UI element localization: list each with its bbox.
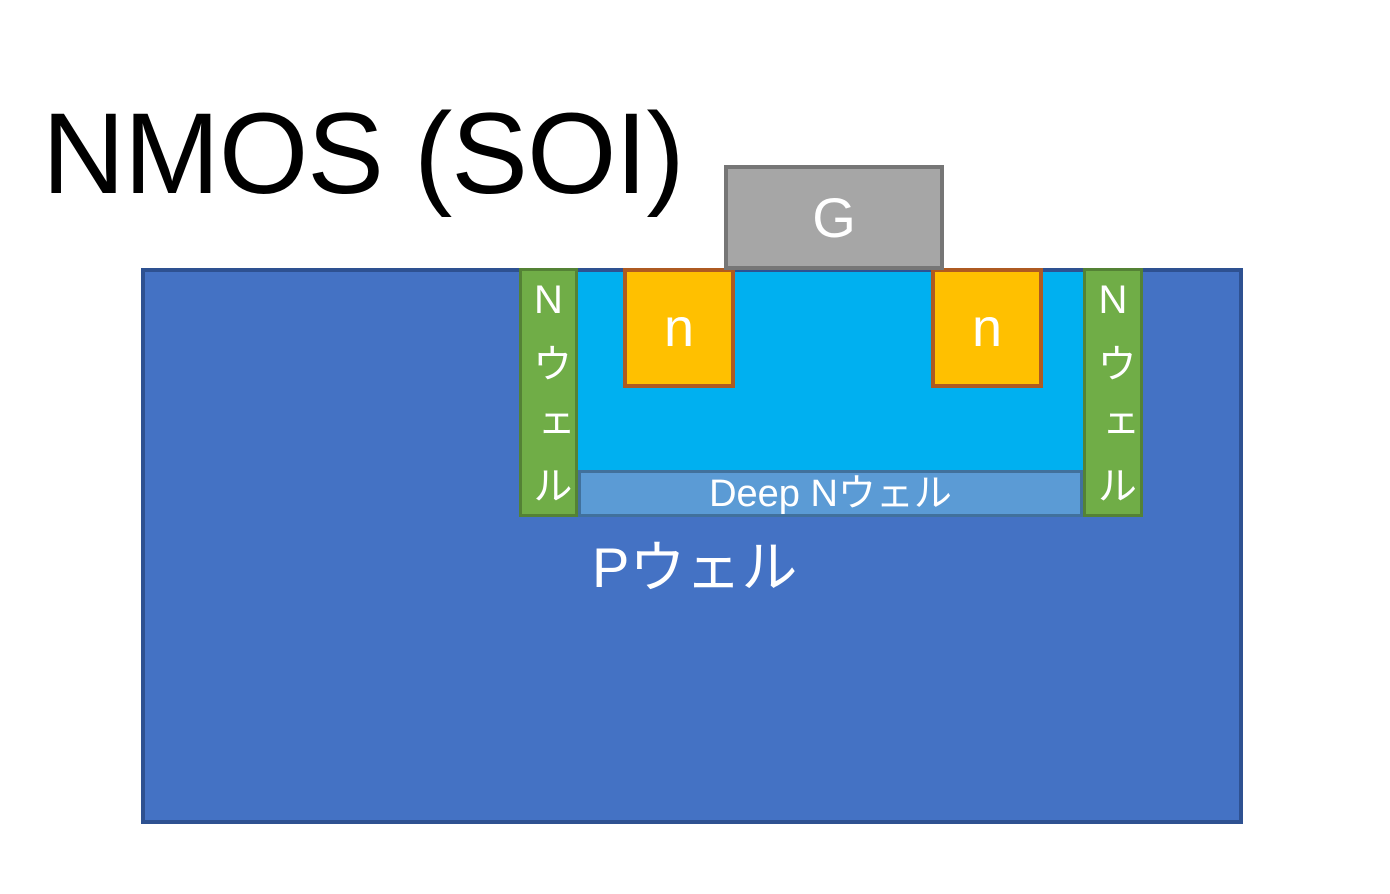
n-plus-drain-region: n — [931, 268, 1043, 388]
n-well-right-region: Nウェル — [1083, 268, 1143, 525]
n-plus-source-region: n — [623, 268, 735, 388]
n-plus-source-label: n — [663, 298, 695, 358]
gate-region: G — [724, 165, 944, 270]
n-well-left-region: Nウェル — [519, 268, 578, 525]
deep-n-well-label: Deep Nウェル — [709, 472, 952, 515]
slide-title: NMOS (SOI) — [42, 90, 685, 218]
n-plus-drain-label: n — [971, 298, 1003, 358]
gate-label: G — [812, 186, 856, 249]
n-well-left-label: Nウェル — [526, 278, 571, 526]
deep-n-well-region: Deep Nウェル — [578, 470, 1083, 517]
n-well-right-label: Nウェル — [1091, 278, 1135, 526]
p-well-label: Pウェル — [592, 536, 798, 599]
